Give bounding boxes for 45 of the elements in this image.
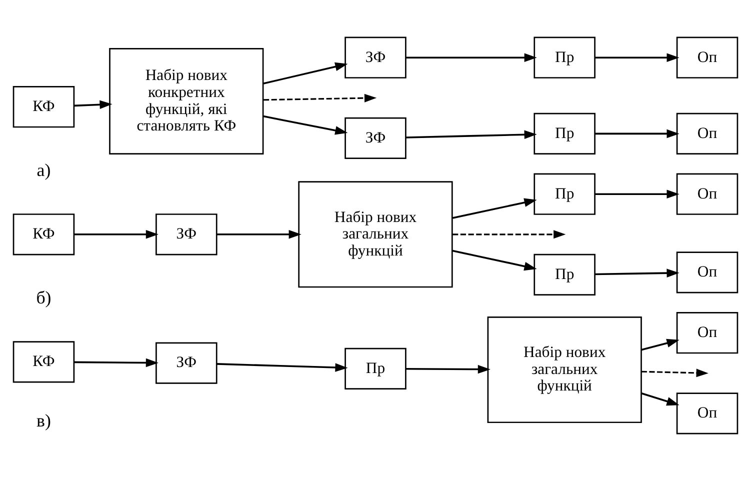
arrow	[216, 230, 301, 238]
arrow	[405, 130, 536, 139]
node-box: Набір нових конкретних функцій, які становлять КФ	[108, 48, 264, 154]
node-box: Оп	[676, 392, 738, 434]
arrow	[405, 52, 536, 62]
node-box: КФ	[12, 340, 74, 382]
node-box: КФ	[12, 213, 74, 255]
node-box: Оп	[676, 172, 738, 214]
node-box: ЗФ	[155, 342, 217, 384]
arrow	[262, 62, 348, 84]
node-box: ЗФ	[155, 213, 217, 255]
arrow	[594, 128, 679, 138]
arrow	[594, 189, 679, 198]
arrow	[640, 392, 679, 406]
node-box: Оп	[676, 112, 738, 154]
node-box: Набір нових загальних функцій	[298, 180, 452, 288]
node-box: КФ	[12, 86, 74, 128]
label: а)	[36, 160, 50, 180]
arrow	[452, 230, 566, 238]
node-box: Набір нових загальних функцій	[486, 316, 642, 423]
arrow	[405, 364, 490, 374]
arrow	[452, 198, 536, 218]
node-box: Пр	[344, 347, 406, 389]
arrow	[73, 230, 158, 238]
arrow	[594, 52, 679, 62]
arrow	[216, 362, 348, 372]
arrow	[640, 368, 708, 377]
node-box: Пр	[533, 112, 595, 154]
arrow	[640, 338, 679, 350]
node-box: Оп	[676, 312, 738, 354]
node-box: Пр	[533, 253, 595, 295]
node-box: ЗФ	[344, 116, 406, 158]
arrow	[452, 249, 536, 270]
node-box: ЗФ	[344, 36, 406, 78]
arrow	[594, 268, 679, 277]
node-box: Оп	[676, 36, 738, 78]
label: в)	[36, 410, 50, 430]
node-box: Оп	[676, 251, 738, 293]
node-box: Пр	[533, 36, 595, 78]
arrow	[73, 358, 158, 367]
label: б)	[36, 287, 51, 308]
node-box: Пр	[533, 172, 595, 214]
arrow	[262, 114, 348, 134]
arrow	[73, 100, 112, 109]
arrow	[263, 93, 376, 102]
